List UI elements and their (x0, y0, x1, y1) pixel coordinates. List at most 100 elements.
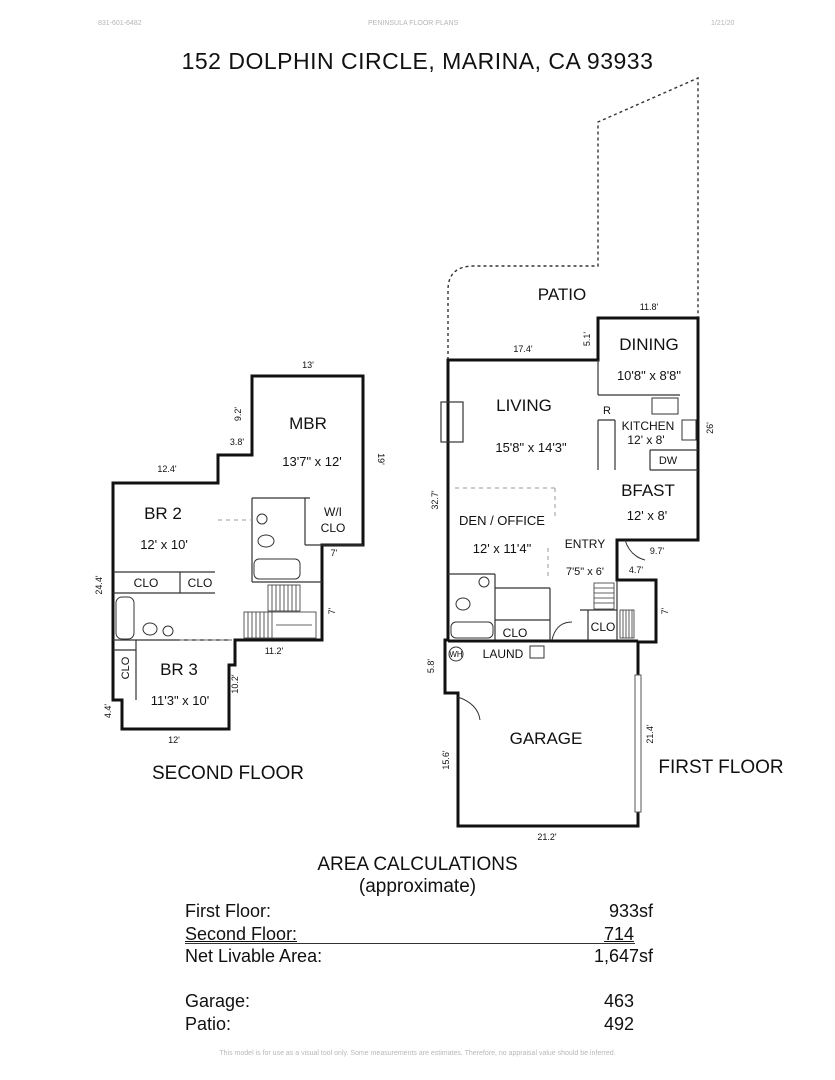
dim-label: 5.8' (426, 659, 436, 674)
dim-label: 7' (660, 607, 670, 614)
header-company: PENINSULA FLOOR PLANS (368, 20, 459, 27)
room-size-br2: 12' x 10' (140, 537, 188, 552)
dim-label: 10.2' (230, 674, 240, 694)
room-label-br2: BR 2 (144, 504, 182, 523)
room-size-entry: 7'5" x 6' (566, 566, 604, 578)
dim-label: 19' (376, 453, 386, 465)
room-size-dining: 10'8" x 8'8" (617, 368, 681, 383)
area-row-value: 463 (603, 991, 634, 1011)
room-label-garage: GARAGE (510, 729, 583, 748)
door-swing-icon (457, 696, 481, 721)
area-row-label: Net Livable Area: (185, 946, 323, 966)
dim-label: 4.4' (103, 704, 113, 719)
room-label-br3: BR 3 (160, 660, 198, 679)
door-swing-icon (551, 621, 573, 641)
room-label-bfast: BFAST (621, 481, 675, 500)
toilet-icon (142, 622, 158, 636)
room-size-den: 12' x 11'4" (473, 541, 532, 556)
area-row-label: Patio: (185, 1014, 232, 1034)
disclaimer: This model is for use as a visual tool o… (219, 1050, 616, 1057)
stairs-icon (243, 584, 317, 639)
area-row-label: Second Floor: (185, 924, 298, 944)
dim-label: 7' (327, 607, 337, 614)
closet-label: CLO (591, 620, 616, 634)
dim-label: 21.4' (645, 724, 655, 744)
bathtub-icon (253, 558, 301, 580)
dim-label: 13' (302, 360, 314, 370)
first-floor-plan: PATIO DINING 10'8" x 8'8" LIVING 15'8" x… (426, 76, 784, 842)
page-title: 152 DOLPHIN CIRCLE, MARINA, CA 93933 (181, 48, 654, 74)
area-row-label: First Floor: (185, 901, 272, 921)
dim-label: 32.7' (430, 490, 440, 510)
dim-label: 21.2' (537, 832, 557, 842)
sink-icon (681, 419, 697, 441)
room-size-br3: 11'3" x 10' (151, 693, 210, 708)
room-size-kitchen: 12' x 8' (627, 433, 664, 447)
dim-label: 5.1' (582, 332, 592, 347)
closet-label: CLO (134, 576, 159, 590)
room-label-den: DEN / OFFICE (459, 513, 545, 528)
dim-label: 4.7' (629, 565, 644, 575)
dim-label: 12' (168, 735, 180, 745)
second-floor-label: SECOND FLOOR (152, 763, 304, 784)
second-floor-outline (111, 374, 365, 731)
room-label-mbr: MBR (289, 414, 327, 433)
toilet-icon (257, 534, 275, 548)
bathtub-icon (115, 596, 135, 640)
dim-label: 7' (331, 548, 338, 558)
second-floor-plan: MBR 13'7" x 12' BR 2 12' x 10' BR 3 11'3… (94, 360, 386, 784)
area-row-value: 714 (603, 924, 634, 944)
sink-icon (478, 576, 490, 588)
patio-outline (447, 76, 699, 360)
stove-icon (651, 397, 679, 415)
dim-label: 11.2' (265, 646, 284, 656)
dim-label: 26' (705, 422, 715, 434)
room-label-dining: DINING (619, 335, 679, 354)
door-swing-icon (624, 539, 646, 561)
area-row-value: 933sf (608, 901, 653, 921)
area-subtitle: (approximate) (358, 876, 477, 897)
room-size-mbr: 13'7" x 12' (282, 454, 341, 469)
room-label-patio: PATIO (538, 285, 587, 304)
stairs-icon (593, 582, 635, 639)
dim-label: 15.6' (441, 750, 451, 770)
dim-label: 3.8' (230, 437, 245, 447)
garage-door-icon (634, 674, 642, 813)
room-label-kitchen: KITCHEN (622, 419, 675, 433)
floor-plan: MBR 13'7" x 12' BR 2 12' x 10' BR 3 11'3… (94, 76, 784, 842)
area-divider (185, 943, 635, 944)
fireplace-icon (440, 401, 464, 443)
header-phone: 831-601-6482 (98, 20, 142, 27)
refrigerator-label: R (603, 405, 611, 417)
area-calculations: AREA CALCULATIONS (approximate) (0, 854, 835, 898)
first-floor-label: FIRST FLOOR (658, 757, 783, 778)
area-title: AREA CALCULATIONS (317, 854, 518, 875)
room-label-entry: ENTRY (565, 537, 605, 551)
bathtub-icon (450, 621, 494, 639)
dim-label: 12.4' (157, 464, 177, 474)
first-floor-outline (443, 316, 700, 828)
closet-label: CLO (188, 576, 213, 590)
sink-icon (256, 513, 268, 525)
room-size-bfast: 12' x 8' (627, 508, 667, 523)
laundry-icon (529, 645, 545, 659)
room-size-living: 15'8" x 14'3" (495, 440, 567, 455)
room-label-laund: LAUND (483, 647, 524, 661)
area-row-value: 492 (603, 1014, 634, 1034)
area-row-value: 1,647sf (593, 946, 653, 966)
water-heater-label: WH (449, 650, 463, 659)
dim-label: 9.7' (650, 546, 665, 556)
dim-label: 9.2' (233, 407, 243, 422)
dim-label: 17.4' (513, 344, 533, 354)
room-label-living: LIVING (496, 396, 552, 415)
dishwasher-label: DW (659, 455, 678, 467)
closet-label: CLO (120, 656, 132, 679)
wi-closet-label-2: CLO (321, 521, 346, 535)
closet-label: CLO (503, 626, 528, 640)
dim-label: 24.4' (94, 575, 104, 595)
area-row-label: Garage: (185, 991, 251, 1011)
wi-closet-label-1: W/I (324, 505, 342, 519)
toilet-icon (455, 597, 471, 611)
dim-label: 11.8' (640, 302, 659, 312)
water-heater-icon (448, 646, 464, 662)
